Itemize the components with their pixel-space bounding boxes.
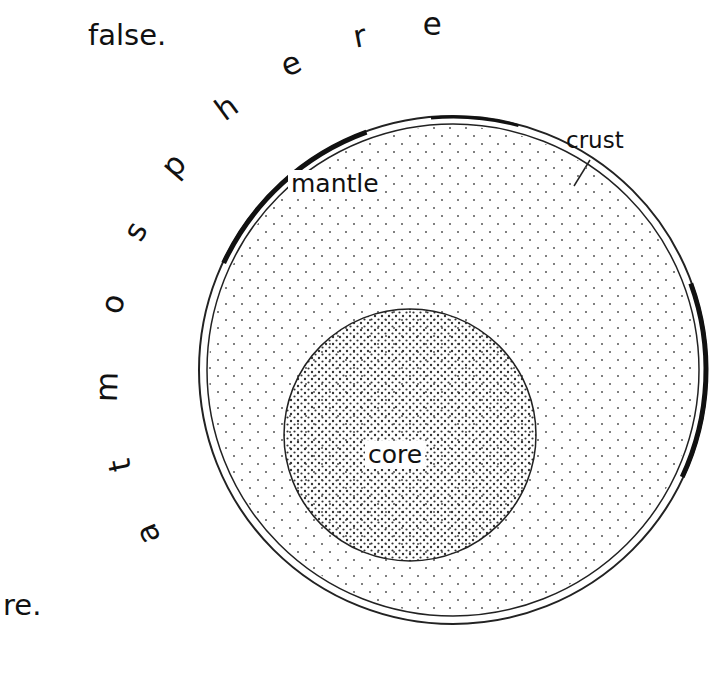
cropped-text: re.: [3, 590, 41, 622]
core-circle-outline: [282, 307, 538, 563]
mantle-region: mantle core: [207, 124, 699, 616]
crust-inner-line: [207, 124, 699, 616]
part-name: crust: [566, 128, 624, 153]
cropped-text: false.: [88, 20, 166, 52]
layer-name: mantle: [288, 170, 382, 198]
crust-patch: [431, 117, 519, 126]
layer-name: core: [365, 441, 425, 469]
crust-outer-line: [199, 116, 707, 624]
core-circle: core: [282, 307, 538, 563]
